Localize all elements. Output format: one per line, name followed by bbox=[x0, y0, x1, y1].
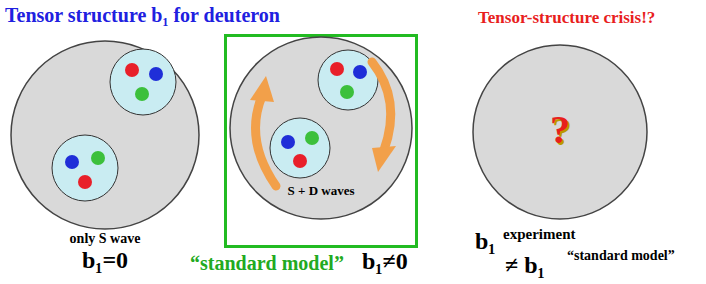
circle-outline bbox=[473, 45, 647, 219]
deuteron-circle: ?b₁experiment≠ b₁“standard model” bbox=[472, 44, 648, 220]
superscript: experiment bbox=[503, 226, 575, 243]
b1-value: b₁=0 bbox=[82, 247, 128, 273]
b1-symbol: ≠ b₁ bbox=[505, 252, 545, 278]
text-wrap: “standard model” bbox=[567, 248, 675, 263]
text-wrap: S + D waves bbox=[288, 184, 355, 198]
diagram-title: Tensor structure b₁ for deuteron bbox=[5, 4, 280, 26]
text-wrap: b₁=0 bbox=[82, 247, 128, 273]
text-wrap: ≠ b₁ bbox=[505, 252, 545, 278]
model-label: “standard model” bbox=[190, 252, 344, 274]
circle-outline bbox=[230, 37, 412, 219]
text-wrap: b₁≠0 bbox=[362, 248, 408, 274]
text-wrap: ? bbox=[550, 108, 570, 152]
superscript: “standard model” bbox=[567, 248, 675, 263]
text-wrap: b₁ bbox=[475, 228, 496, 254]
circle-outline bbox=[11, 41, 199, 229]
b1-symbol: b₁ bbox=[475, 228, 496, 254]
wave-label: S + D waves bbox=[288, 184, 355, 198]
label-wrap: Tensor-structure crisis!? bbox=[478, 9, 655, 28]
headline-note: Tensor-structure crisis!? bbox=[478, 9, 655, 28]
b1-value: b₁≠0 bbox=[362, 248, 408, 274]
box-outline bbox=[226, 36, 417, 247]
text-wrap: only S wave bbox=[70, 231, 141, 246]
text-wrap: “standard model” bbox=[190, 252, 344, 274]
wave-label: only S wave bbox=[70, 231, 141, 246]
title-wrap: Tensor structure b₁ for deuteron bbox=[5, 4, 280, 26]
text-wrap: experiment bbox=[503, 226, 575, 243]
question-mark: ? bbox=[550, 108, 570, 152]
